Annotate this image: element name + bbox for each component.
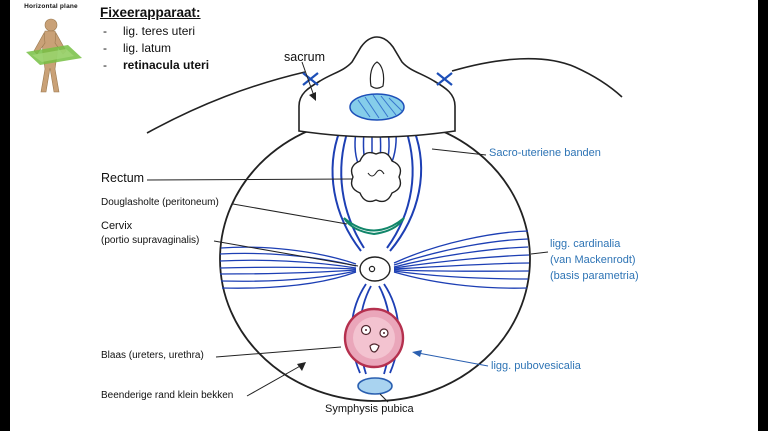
header-block: Fixeerapparaat: - lig. teres uteri - lig… (100, 5, 209, 74)
label-blaas: Blaas (ureters, urethra) (101, 350, 204, 361)
pubovesicalia-arrowhead (412, 350, 422, 357)
bullet-dash: - (103, 58, 107, 72)
list-item-label: retinacula uteri (123, 58, 210, 72)
leader-lines (146, 61, 549, 403)
page-title: Fixeerapparaat: (100, 5, 201, 20)
label-cervix-sub: (portio supravaginalis) (101, 235, 200, 246)
bladder-inner (353, 317, 395, 359)
sacral-canal (369, 61, 385, 89)
right-black-bar (758, 0, 768, 431)
cervical-canal (368, 265, 376, 273)
douglas-pouch-shape (343, 217, 405, 236)
list-item-latum: - lig. latum (100, 40, 209, 57)
label-beenderige: Beenderige rand klein bekken (101, 390, 234, 401)
horizontal-plane-sheet-highlight (32, 49, 74, 62)
sacral-body (349, 93, 405, 121)
right-cardinal-ligament (393, 230, 530, 289)
sacroiliac-marks (302, 72, 453, 86)
right-iliac-curve (451, 57, 623, 98)
bullet-dash: - (103, 41, 107, 55)
label-sacro-uteriene: Sacro-uteriene banden (489, 147, 601, 159)
label-pubovesicalia: ligg. pubovesicalia (491, 360, 581, 372)
list-item-teres: - lig. teres uteri (100, 23, 209, 40)
ureter-dot (383, 332, 385, 334)
horizontal-plane-figure: Horizontal plane (12, 3, 90, 103)
list-item-retinacula: - retinacula uteri (100, 57, 209, 74)
label-cardinalia-line2: (van Mackenrodt) (550, 254, 636, 266)
beenderige-arrowhead (297, 362, 306, 371)
rectum-shape (350, 151, 402, 203)
left-cardinal-ligament (219, 246, 357, 289)
list-item-label: lig. latum (123, 41, 172, 55)
label-cervix: Cervix (101, 220, 133, 232)
sacro-uterine-bands (331, 129, 423, 252)
sacrum-arrowhead (309, 92, 316, 101)
body-plane-icon (26, 18, 82, 93)
left-iliac-curve (146, 71, 306, 134)
list-item-label: lig. teres uteri (123, 24, 196, 38)
horizontal-plane-label: Horizontal plane (24, 3, 78, 10)
label-cardinalia-line3: (basis parametria) (550, 270, 639, 282)
left-black-bar (0, 0, 10, 431)
label-douglas: Douglasholte (peritoneum) (101, 197, 219, 208)
label-cardinalia: ligg. cardinalia (van Mackenrodt) (basis… (550, 236, 639, 284)
label-sacrum: sacrum (284, 50, 325, 64)
urethra (369, 343, 380, 353)
rectum-lumen (367, 169, 385, 177)
label-cardinalia-line1: ligg. cardinalia (550, 238, 621, 250)
label-symphysis: Symphysis pubica (325, 403, 414, 415)
ureter-dot (365, 329, 367, 331)
label-rectum: Rectum (101, 171, 145, 185)
symphysis-shape (357, 377, 393, 395)
bullet-dash: - (103, 24, 107, 38)
pubovesicalia-leader (417, 352, 489, 367)
sacral-body-hatch (357, 94, 403, 119)
